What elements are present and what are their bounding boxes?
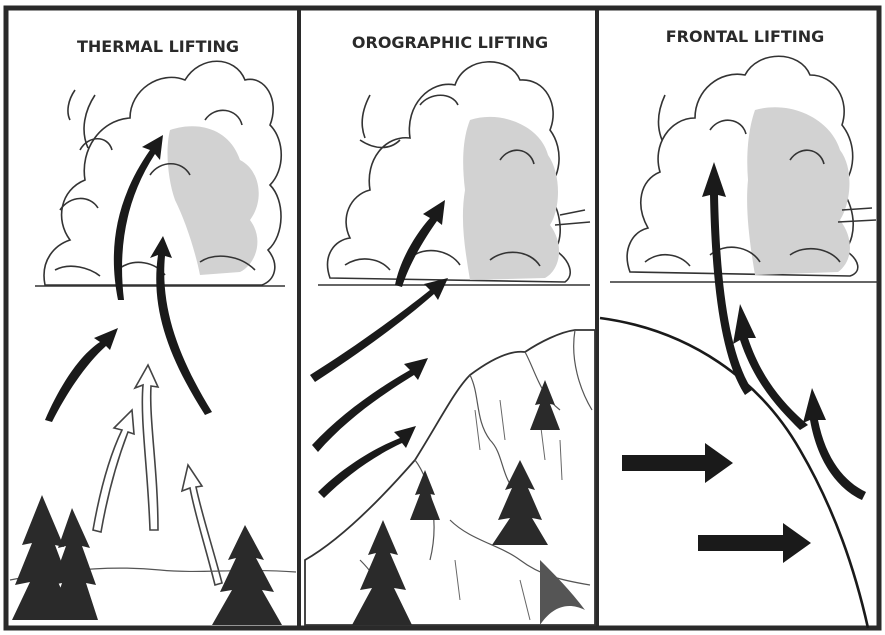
panel-orographic: OROGRAPHIC LIFTING	[305, 33, 595, 625]
horizontal-arrows-frontal	[622, 443, 811, 563]
cloud-frontal	[627, 56, 876, 276]
mountain	[305, 330, 595, 625]
panel-title-frontal: FRONTAL LIFTING	[666, 27, 825, 46]
tree-thermal-2	[212, 525, 282, 625]
cloud-orographic	[328, 62, 590, 282]
panel-title-orographic: OROGRAPHIC LIFTING	[352, 33, 548, 52]
arrow-right-2	[698, 523, 811, 563]
panel-frontal: FRONTAL LIFTING	[600, 27, 878, 628]
tree-thermal-1	[12, 495, 98, 620]
panel-thermal: THERMAL LIFTING	[10, 37, 296, 625]
arrow-right-1	[622, 443, 733, 483]
panel-title-thermal: THERMAL LIFTING	[77, 37, 239, 56]
